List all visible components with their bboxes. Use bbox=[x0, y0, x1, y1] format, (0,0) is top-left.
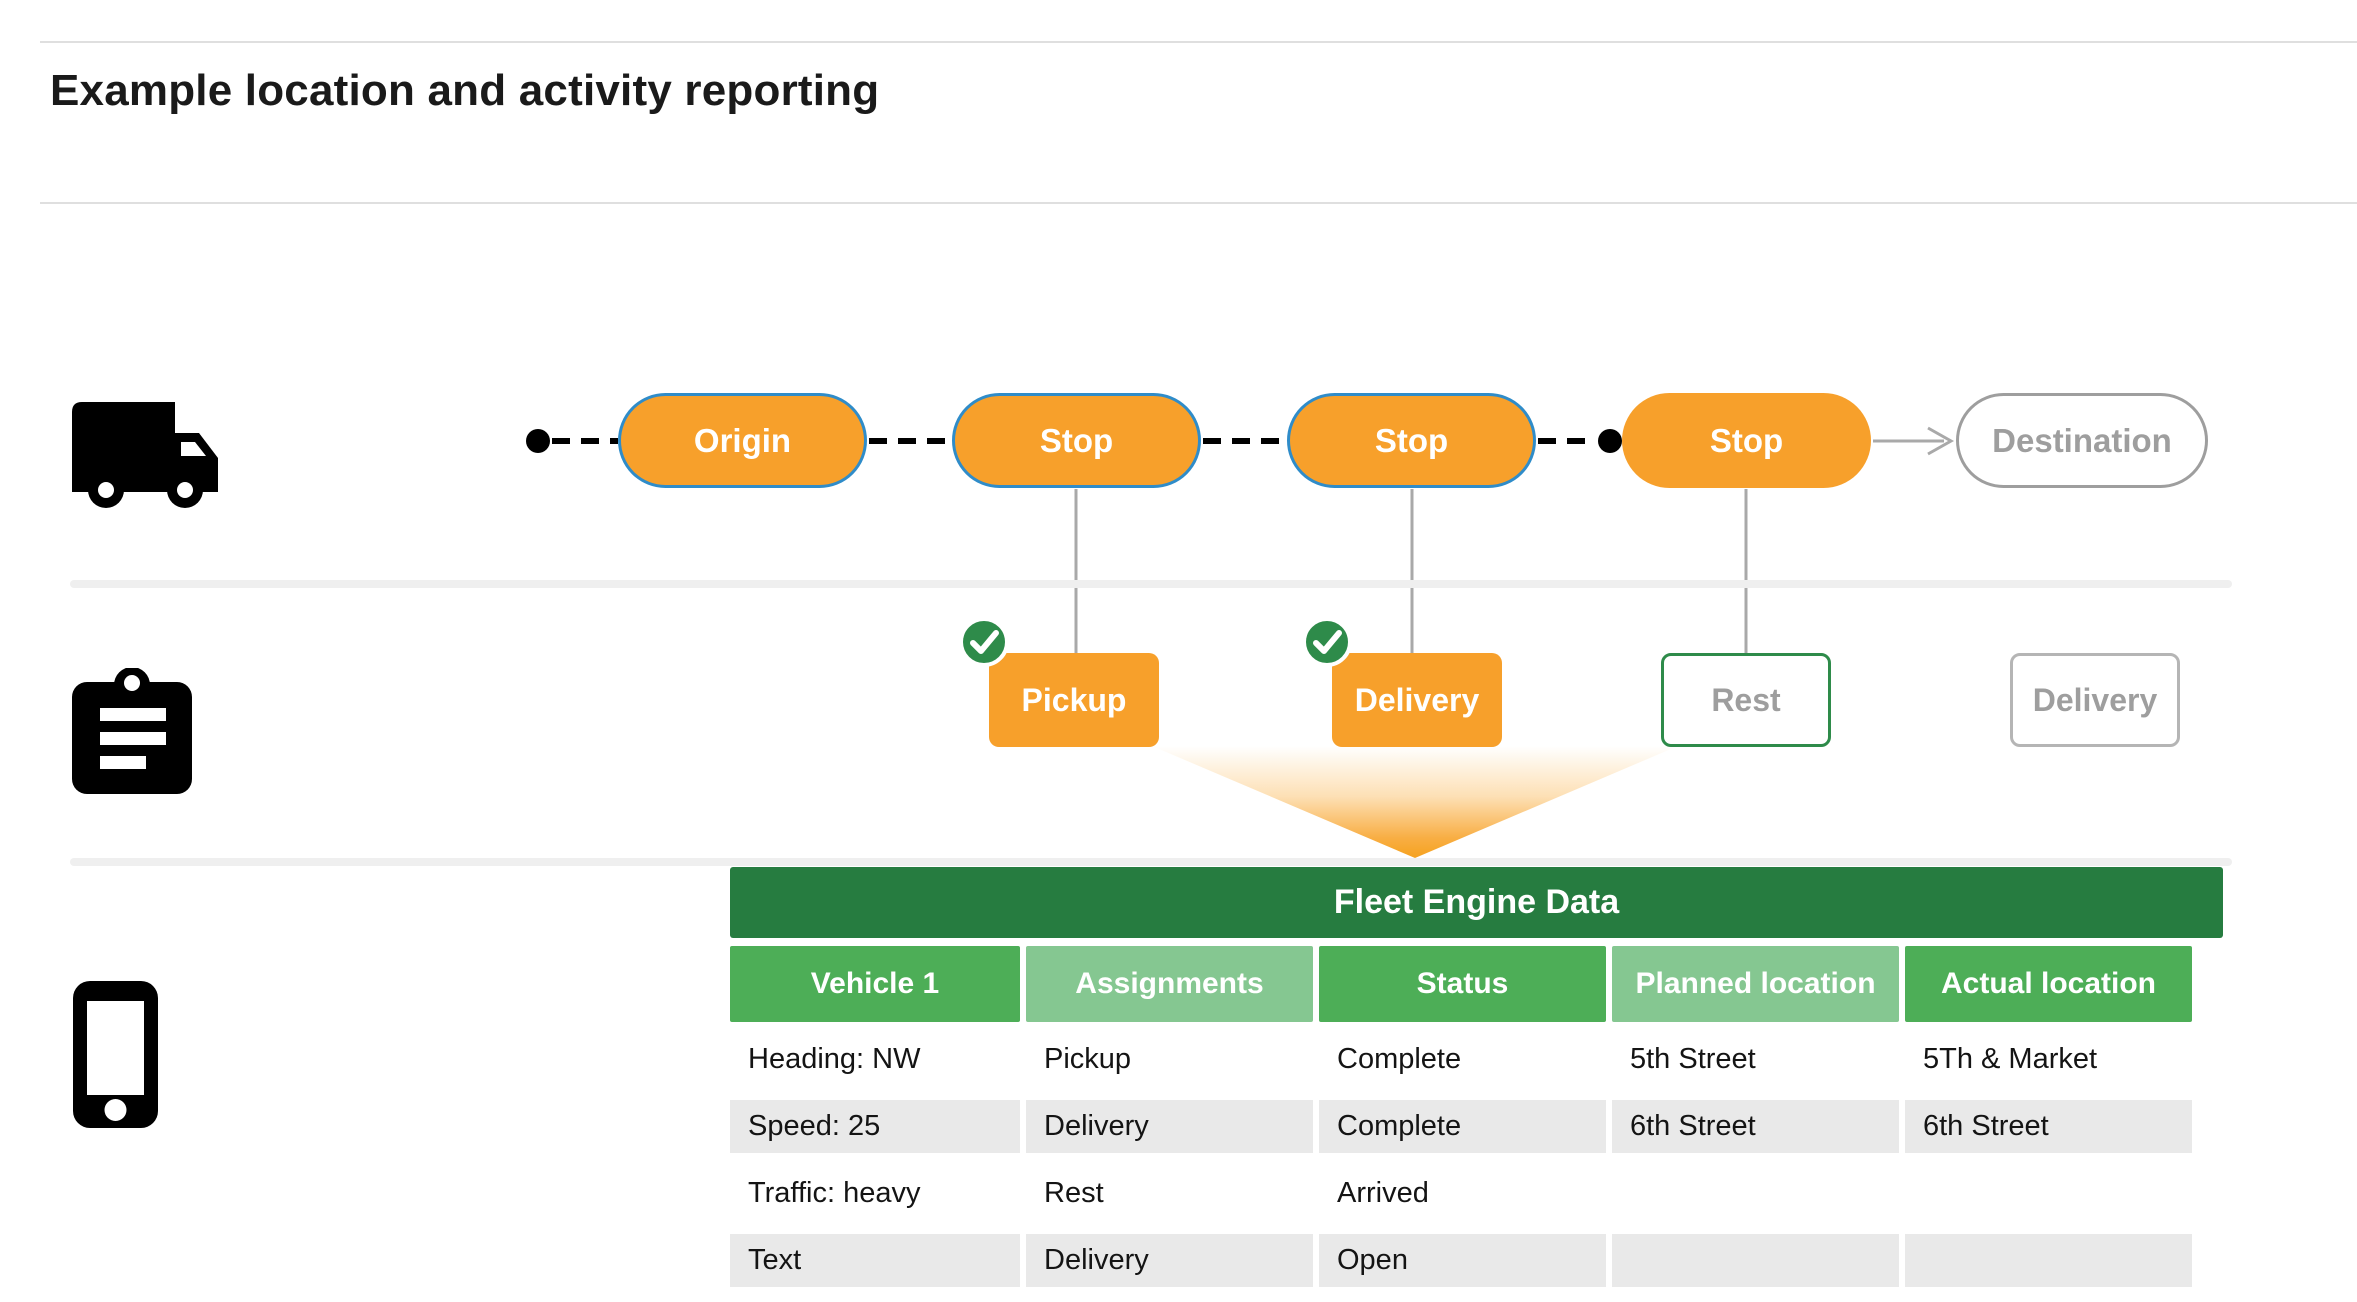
table-column-headers: Vehicle 1 Assignments Status Planned loc… bbox=[730, 946, 2192, 1022]
route-node-origin: Origin bbox=[618, 393, 867, 488]
route-node-destination: Destination bbox=[1956, 393, 2208, 488]
table-row: Text Delivery Open bbox=[730, 1231, 2192, 1290]
top-divider bbox=[40, 41, 2357, 43]
route-node-stop-1: Stop bbox=[952, 393, 1201, 488]
route-node-label: Stop bbox=[1374, 421, 1449, 459]
column-header-assignments: Assignments bbox=[1026, 946, 1313, 1022]
activity-label: Rest bbox=[1711, 681, 1781, 718]
page-title: Example location and activity reporting bbox=[50, 66, 880, 115]
table-cell: 5Th & Market bbox=[1905, 1030, 2192, 1089]
activity-label: Delivery bbox=[2032, 681, 2158, 718]
table-cell: Rest bbox=[1026, 1164, 1313, 1223]
activity-rest: Rest bbox=[1661, 653, 1831, 747]
check-icon bbox=[958, 616, 1010, 668]
table-cell: Speed: 25 bbox=[730, 1097, 1020, 1156]
table-cell: 5th Street bbox=[1612, 1030, 1899, 1089]
table-cell: Arrived bbox=[1319, 1164, 1606, 1223]
clipboard-icon bbox=[72, 667, 192, 799]
activity-label: Pickup bbox=[1021, 681, 1127, 718]
activity-delivery-future: Delivery bbox=[2010, 653, 2180, 747]
route-progress-dot bbox=[1598, 429, 1622, 453]
route-node-label: Stop bbox=[1039, 421, 1114, 459]
table-row: Traffic: heavy Rest Arrived bbox=[730, 1164, 2192, 1223]
table-cell: Traffic: heavy bbox=[730, 1164, 1020, 1223]
route-start-dot bbox=[526, 429, 550, 453]
table-cell: Pickup bbox=[1026, 1030, 1313, 1089]
column-header-status: Status bbox=[1319, 946, 1606, 1022]
truck-icon bbox=[72, 402, 218, 513]
activity-delivery: Delivery bbox=[1332, 653, 1502, 747]
table-cell bbox=[1612, 1231, 1899, 1290]
column-header-actual-location: Actual location bbox=[1905, 946, 2192, 1022]
table-cell bbox=[1905, 1164, 2192, 1223]
table-cell bbox=[1612, 1164, 1899, 1223]
route-node-label: Origin bbox=[693, 421, 792, 459]
table-cell bbox=[1905, 1231, 2192, 1290]
destination-arrow-head bbox=[1927, 426, 1955, 456]
route-node-stop-3: Stop bbox=[1622, 393, 1871, 488]
activity-label: Delivery bbox=[1354, 681, 1480, 718]
activity-pickup: Pickup bbox=[989, 653, 1159, 747]
table-cell: Complete bbox=[1319, 1030, 1606, 1089]
table-cell: Delivery bbox=[1026, 1231, 1313, 1290]
title-divider bbox=[40, 202, 2357, 204]
table-cell: 6th Street bbox=[1905, 1097, 2192, 1156]
route-node-label: Destination bbox=[1992, 421, 2172, 459]
check-icon bbox=[1301, 616, 1353, 668]
table-row: Heading: NW Pickup Complete 5th Street 5… bbox=[730, 1030, 2192, 1089]
column-header-vehicle: Vehicle 1 bbox=[730, 946, 1020, 1022]
route-node-stop-2: Stop bbox=[1287, 393, 1536, 488]
table-cell: Heading: NW bbox=[730, 1030, 1020, 1089]
table-cell: Complete bbox=[1319, 1097, 1606, 1156]
lane-divider-1 bbox=[70, 580, 2232, 588]
route-node-label: Stop bbox=[1709, 421, 1784, 459]
table-cell: Text bbox=[730, 1231, 1020, 1290]
table-cell: 6th Street bbox=[1612, 1097, 1899, 1156]
phone-icon bbox=[73, 981, 158, 1133]
table-cell: Open bbox=[1319, 1231, 1606, 1290]
table-row: Speed: 25 Delivery Complete 6th Street 6… bbox=[730, 1097, 2192, 1156]
fleet-engine-table: Fleet Engine Data Vehicle 1 Assignments … bbox=[730, 867, 2223, 1290]
table-cell: Delivery bbox=[1026, 1097, 1313, 1156]
lane-divider-2 bbox=[70, 858, 2232, 866]
table-title: Fleet Engine Data bbox=[730, 867, 2223, 938]
column-header-planned-location: Planned location bbox=[1612, 946, 1899, 1022]
